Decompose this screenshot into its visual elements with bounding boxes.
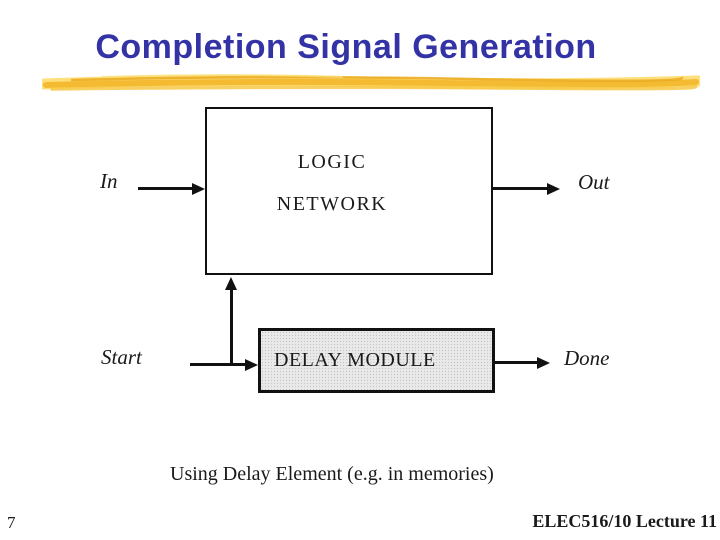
start-arrowhead-icon (245, 358, 258, 371)
done-arrow-line (495, 361, 538, 364)
delay-module-label: DELAY MODULE (274, 348, 436, 371)
logic-box-label-line1: LOGIC (297, 151, 367, 173)
footer-course-label: ELEC516/10 Lecture 11 (532, 511, 717, 531)
out-arrow-line (493, 187, 548, 190)
done-arrowhead-icon (537, 356, 550, 369)
logic-network-box: LOGIC NETWORK (205, 107, 493, 275)
out-arrowhead-icon (547, 182, 560, 195)
in-arrow-line (138, 187, 194, 190)
branch-line (229, 288, 233, 366)
branch-arrowhead-icon (224, 277, 237, 290)
title-underline-brush-icon (42, 74, 700, 91)
slide-title: Completion Signal Generation (95, 28, 597, 66)
out-signal-label: Out (578, 170, 610, 194)
diagram-caption: Using Delay Element (e.g. in memories) (170, 463, 494, 485)
in-signal-label: In (100, 169, 118, 193)
start-signal-label: Start (101, 345, 142, 369)
done-signal-label: Done (564, 346, 610, 370)
logic-box-label-line2: NETWORK (276, 193, 388, 215)
start-arrow-line (190, 363, 247, 366)
delay-module-box: DELAY MODULE (258, 328, 495, 393)
in-arrowhead-icon (192, 182, 205, 195)
page-number: 7 (7, 513, 16, 532)
